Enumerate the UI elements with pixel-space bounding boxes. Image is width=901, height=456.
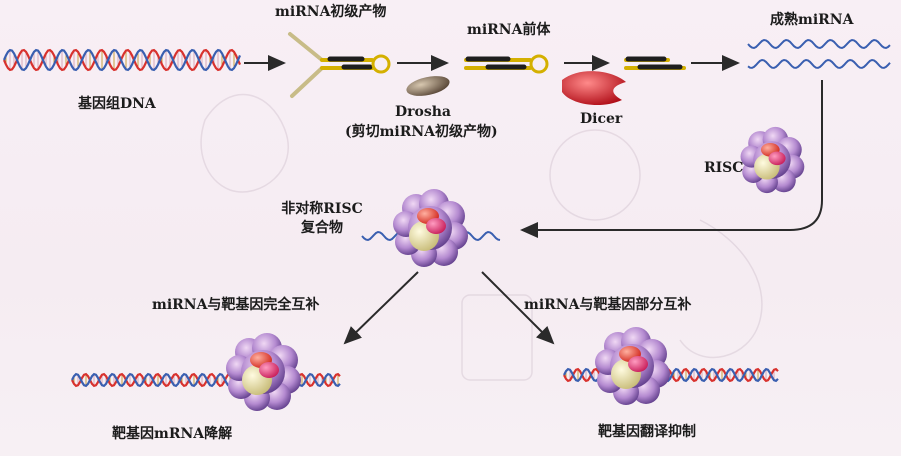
drosha-label: Drosha bbox=[395, 104, 451, 120]
background-watermark bbox=[200, 93, 763, 381]
risc-label: RISC bbox=[704, 160, 744, 176]
risc-complex-mrna-degradation bbox=[226, 333, 301, 411]
pre-mirna-label: miRNA前体 bbox=[467, 22, 551, 38]
flow-arrows bbox=[244, 55, 823, 345]
dicer-enzyme bbox=[562, 71, 626, 106]
arrow-risc-loading bbox=[520, 80, 823, 238]
partial-complement-label: miRNA与靶基因部分互补 bbox=[524, 297, 692, 313]
risc-complex-asymmetric bbox=[393, 189, 468, 267]
mrna-degradation-label: 靶基因mRNA降解 bbox=[112, 426, 233, 442]
drosha-enzyme bbox=[406, 76, 450, 96]
pri-mirna-label: miRNA初级产物 bbox=[275, 4, 387, 20]
genomic-dna-helix bbox=[2, 48, 242, 72]
arrow-to-partial-complement bbox=[481, 271, 555, 345]
asymmetric-risc-label-line1: 非对称RISC bbox=[281, 201, 363, 217]
drosha-note-label: (剪切miRNA初级产物) bbox=[345, 124, 498, 140]
pre-mirna-structure bbox=[464, 54, 549, 74]
mirna-duplex bbox=[624, 56, 686, 70]
asymmetric-risc-label-line2: 复合物 bbox=[301, 220, 343, 236]
mature-mirna-label: 成熟miRNA bbox=[770, 12, 854, 28]
translation-inhibition-label: 靶基因翻译抑制 bbox=[598, 424, 696, 440]
mature-mirna-strands bbox=[747, 38, 891, 69]
dicer-label: Dicer bbox=[580, 111, 623, 127]
risc-complex-cytoplasm bbox=[740, 126, 805, 194]
risc-complex-translation-inhibition bbox=[595, 327, 670, 405]
pri-mirna-structure bbox=[288, 32, 391, 98]
arrow-to-full-complement bbox=[343, 271, 419, 345]
genomic-dna-label: 基因组DNA bbox=[78, 96, 156, 112]
target-mrna-inhibition bbox=[563, 367, 779, 383]
risc-complexes bbox=[226, 126, 805, 411]
full-complement-label: miRNA与靶基因完全互补 bbox=[152, 297, 320, 313]
